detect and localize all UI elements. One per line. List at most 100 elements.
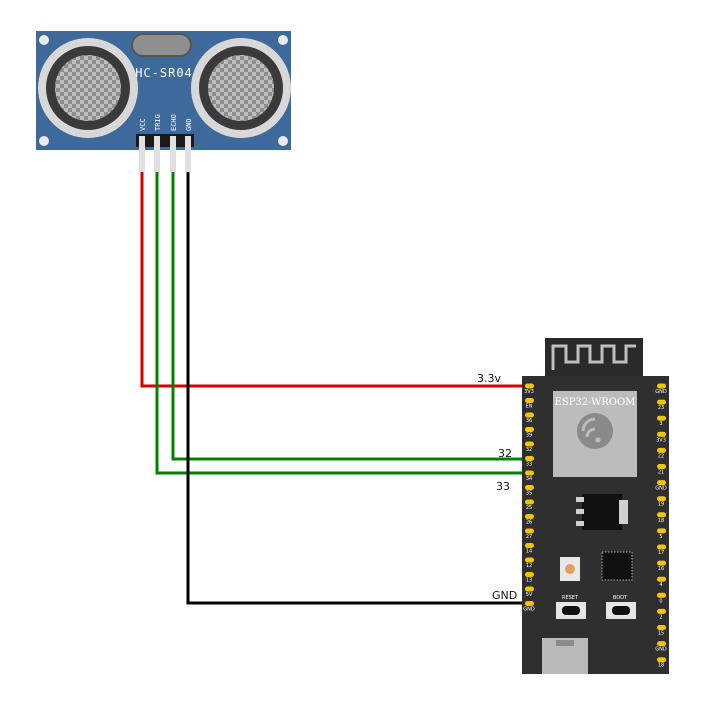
header-pin[interactable] xyxy=(525,383,534,389)
header-pin-label: 2 xyxy=(659,614,662,620)
header-pin[interactable] xyxy=(525,470,534,476)
mounting-hole xyxy=(39,35,49,45)
reset-button-cap[interactable] xyxy=(562,606,580,615)
header-pin[interactable] xyxy=(525,412,534,418)
sensor-pin-label-vcc: VCC xyxy=(139,118,147,131)
sensor-pin-vcc[interactable] xyxy=(139,136,145,172)
header-pin-label: GND xyxy=(523,607,535,613)
header-pin[interactable] xyxy=(657,560,666,566)
header-pin[interactable] xyxy=(657,544,666,550)
header-pin-label: 5 xyxy=(659,534,662,540)
header-pin-label: 26 xyxy=(526,520,532,526)
voltage-regulator xyxy=(582,494,622,530)
boot-button-cap[interactable] xyxy=(612,606,630,615)
reset-label: RESET xyxy=(562,595,579,601)
wires xyxy=(140,171,524,605)
header-pin-label: 18 xyxy=(658,663,664,669)
header-pin[interactable] xyxy=(525,543,534,548)
sensor-pin-gnd[interactable] xyxy=(185,136,191,172)
sensor-pin-label-trig: TRIG xyxy=(154,114,162,131)
espressif-logo-icon xyxy=(577,413,613,449)
header-pin[interactable] xyxy=(525,441,534,447)
boot-label: BOOT xyxy=(613,595,628,601)
sensor-pin-header xyxy=(136,134,194,147)
header-pin-label: GND xyxy=(655,486,667,492)
gnd-wire[interactable] xyxy=(186,171,524,605)
header-pin-label: 21 xyxy=(658,470,664,476)
regulator-pin xyxy=(576,497,584,502)
header-pin[interactable] xyxy=(657,512,666,518)
header-pin-label: 18 xyxy=(658,518,664,524)
sensor-pin-label-gnd: GND xyxy=(185,118,193,131)
trig-wire[interactable] xyxy=(155,171,524,475)
vcc-wire-label: 3.3v xyxy=(477,372,501,385)
module-label: ESP32-WROOM xyxy=(555,397,636,408)
header-pin[interactable] xyxy=(657,641,666,647)
header-pin-label: 12 xyxy=(526,563,532,569)
header-pin-label: 23 xyxy=(658,405,664,411)
mounting-hole xyxy=(39,136,49,146)
header-pin-label: 32 xyxy=(526,447,532,453)
header-pin[interactable] xyxy=(525,572,534,577)
header-pin[interactable] xyxy=(657,399,666,405)
header-pin-label: 39 xyxy=(526,433,532,439)
mounting-hole xyxy=(278,35,288,45)
header-pin[interactable] xyxy=(657,625,666,630)
header-pin[interactable] xyxy=(657,657,666,663)
hc-sr04-sensor: HC-SR04 VCC TRIG ECHO GND xyxy=(36,31,291,172)
header-pin[interactable] xyxy=(657,496,666,502)
esp32-board: ESP32-WROOM RESET BOOT 3V3EN363932333435… xyxy=(522,338,669,674)
vcc-wire[interactable] xyxy=(140,171,524,388)
header-pin[interactable] xyxy=(657,608,666,614)
antenna-trace xyxy=(551,344,636,370)
header-pin[interactable] xyxy=(657,576,666,582)
echo-wire[interactable] xyxy=(171,171,524,461)
sensor-pin-label-echo: ECHO xyxy=(170,114,178,131)
header-pin[interactable] xyxy=(657,431,666,437)
header-pin[interactable] xyxy=(525,427,534,432)
header-pin[interactable] xyxy=(657,480,666,486)
header-pin[interactable] xyxy=(525,499,534,505)
header-pin[interactable] xyxy=(525,485,534,490)
header-pin-label: 25 xyxy=(526,505,532,511)
header-pin-label: 17 xyxy=(658,550,664,556)
header-pin-label: 3 xyxy=(659,421,662,427)
header-pin-label: 19 xyxy=(658,502,664,508)
header-pin[interactable] xyxy=(525,528,534,534)
antenna xyxy=(545,338,643,380)
header-pin[interactable] xyxy=(657,383,666,389)
header-pin-label: 5V xyxy=(526,592,533,598)
regulator-pin xyxy=(576,521,584,526)
header-pin[interactable] xyxy=(657,528,666,534)
header-pin[interactable] xyxy=(525,514,534,519)
header-pin-label: 3V3 xyxy=(656,437,666,443)
sensor-title: HC-SR04 xyxy=(135,66,193,80)
header-pin[interactable] xyxy=(657,447,666,453)
header-pin-label: GND xyxy=(655,647,667,653)
trig-wire-label: 32 xyxy=(498,447,512,460)
usb-uart-chip xyxy=(601,551,633,581)
gnd-wire-label: GND xyxy=(492,589,517,602)
header-pin[interactable] xyxy=(525,601,534,606)
sensor-pin-echo[interactable] xyxy=(170,136,176,172)
header-pin-label: 34 xyxy=(526,476,532,482)
header-pin[interactable] xyxy=(657,415,666,421)
header-pin[interactable] xyxy=(657,592,666,598)
left-transducer xyxy=(38,38,138,138)
header-pin[interactable] xyxy=(657,464,666,469)
header-pin-label: EN xyxy=(526,404,533,410)
crystal-oscillator xyxy=(131,33,192,57)
header-pin-label: 3V3 xyxy=(524,389,534,395)
right-transducer xyxy=(191,38,291,138)
header-pin-label: 33 xyxy=(526,462,532,468)
regulator-tab xyxy=(619,500,628,524)
header-pin[interactable] xyxy=(525,456,534,461)
header-pin[interactable] xyxy=(525,398,534,403)
mounting-hole xyxy=(278,136,288,146)
sensor-pin-trig[interactable] xyxy=(154,136,160,172)
header-pin[interactable] xyxy=(525,557,534,563)
header-pin[interactable] xyxy=(525,586,534,592)
